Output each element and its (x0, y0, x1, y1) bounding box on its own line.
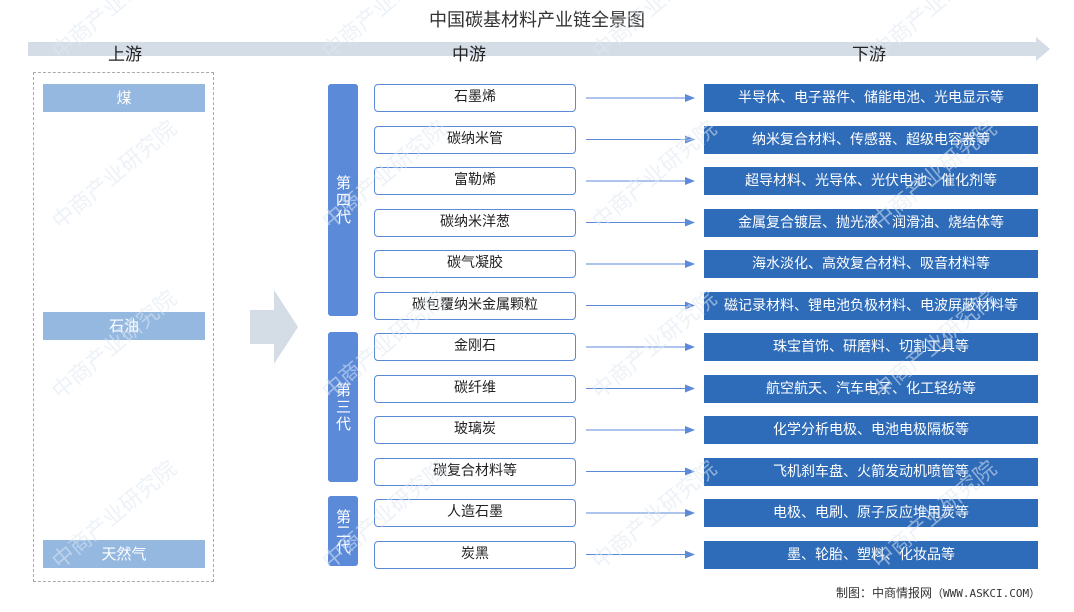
page-title: 中国碳基材料产业链全景图 (429, 10, 645, 31)
flow-arrow-head-icon (1036, 37, 1050, 61)
down-item-composite-apps: 飞机刹车盘、火箭发动机喷管等 (704, 457, 1038, 486)
mid-item-graphene: 石墨烯 (374, 84, 576, 112)
mid-item-carbon-nano-onion: 碳纳米洋葱 (374, 208, 576, 237)
mid-item-diamond: 金刚石 (374, 333, 576, 361)
mid-item-carbon-aerogel: 碳气凝胶 (374, 250, 576, 278)
flow-arrow-bar (28, 42, 1036, 56)
credit-label: 制图：中商情报网 (836, 586, 933, 600)
down-item-graphene-apps: 半导体、电子器件、储能电池、光电显示等 (704, 84, 1038, 112)
credit-line: 制图：中商情报网（WWW.ASKCI.COM） (836, 584, 1040, 601)
generation-4-label: 第四代 (334, 174, 352, 226)
generation-4: 第四代 (328, 84, 358, 316)
downstream-header: 下游 (852, 45, 886, 65)
down-item-nanometal-apps: 磁记录材料、锂电池负极材料、电波屏蔽材料等 (704, 291, 1038, 320)
mid-item-carbon-black: 炭黑 (374, 540, 576, 569)
generation-2-label: 第二代 (334, 508, 352, 554)
mid-item-carbon-fiber: 碳纤维 (374, 374, 576, 403)
upstream-group (33, 72, 214, 582)
midstream-header: 中游 (452, 45, 486, 65)
mid-item-artificial-graphite: 人造石墨 (374, 499, 576, 527)
raw-material-coal: 煤 (43, 84, 205, 112)
raw-material-oil: 石油 (43, 312, 205, 340)
down-item-nano-onion-apps: 金属复合镀层、抛光液、润滑油、烧结体等 (704, 208, 1038, 237)
down-item-nanotube-apps: 纳米复合材料、传感器、超级电容器等 (704, 125, 1038, 154)
generation-2: 第二代 (328, 496, 358, 566)
mid-item-carbon-coated-nanometal: 碳包覆纳米金属颗粒 (374, 291, 576, 320)
upstream-header: 上游 (108, 45, 142, 65)
mid-item-glassy-carbon: 玻璃炭 (374, 416, 576, 444)
down-item-carbon-black-apps: 墨、轮胎、塑料、化妆品等 (704, 540, 1038, 569)
down-item-aerogel-apps: 海水淡化、高效复合材料、吸音材料等 (704, 250, 1038, 278)
mid-item-carbon-composite: 碳复合材料等 (374, 457, 576, 486)
down-item-artificial-graphite-apps: 电极、电刷、原子反应堆用炭等 (704, 499, 1038, 527)
mid-item-fullerene: 富勒烯 (374, 167, 576, 195)
generation-3: 第三代 (328, 332, 358, 482)
down-item-carbon-fiber-apps: 航空航天、汽车电子、化工轻纺等 (704, 374, 1038, 403)
down-item-diamond-apps: 珠宝首饰、研磨料、切割工具等 (704, 333, 1038, 361)
credit-url: （WWW.ASKCI.COM） (932, 587, 1041, 600)
raw-material-gas: 天然气 (43, 540, 205, 568)
mid-item-carbon-nanotube: 碳纳米管 (374, 125, 576, 154)
generation-3-label: 第三代 (334, 381, 352, 433)
down-item-glassy-carbon-apps: 化学分析电极、电池电极隔板等 (704, 416, 1038, 444)
down-item-fullerene-apps: 超导材料、光导体、光伏电池、催化剂等 (704, 167, 1038, 195)
big-flow-arrow-icon (250, 290, 298, 364)
